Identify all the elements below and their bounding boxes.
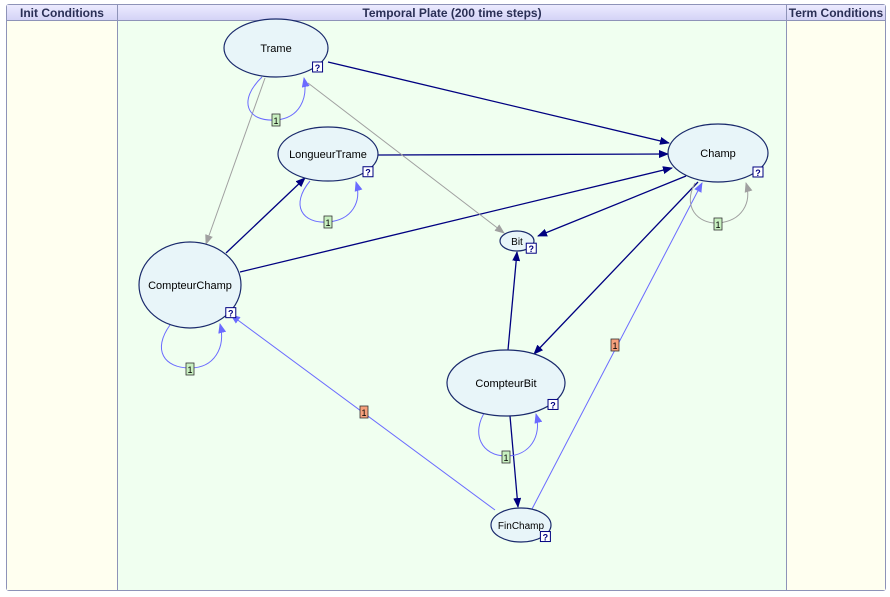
label-self-champ-text: 1 (715, 220, 720, 230)
node-champ-help-icon[interactable] (752, 166, 764, 178)
label-self-trame-text: 1 (273, 116, 278, 126)
arc-compteurbit-bit[interactable] (507, 251, 521, 351)
temporal-plate-header: Temporal Plate (200 time steps) (117, 5, 787, 21)
node-bit[interactable]: Bit? (499, 230, 537, 254)
node-champ-shape[interactable] (667, 123, 769, 183)
temporal-labels-layer: 1 1 1 1 1 1 1 (185, 113, 723, 464)
diagram-frame: Init Conditions Temporal Plate (200 time… (6, 4, 886, 591)
arc-trame-bit[interactable] (307, 82, 505, 234)
label-finchamp-compteurchamp: 1 (359, 405, 369, 419)
node-bit-help-glyph: ? (529, 244, 535, 254)
node-fin-champ[interactable]: FinChamp? (490, 507, 552, 543)
label-self-compteurchamp-text: 1 (187, 365, 192, 375)
init-conditions-column (7, 21, 117, 590)
label-self-compteurbit: 1 (501, 450, 511, 464)
arc-compteurchamp-longueurtrame[interactable] (225, 177, 306, 254)
node-longueur-trame-help-icon[interactable] (362, 166, 374, 178)
label-self-compteurchamp: 1 (185, 362, 195, 376)
label-self-champ-box (713, 217, 723, 231)
node-compteur-bit-shape[interactable] (446, 349, 566, 417)
label-self-longueurtrame: 1 (323, 215, 333, 229)
label-finchamp-compteurchamp-box (359, 405, 369, 419)
arc-champ-compteurbit[interactable] (533, 181, 699, 355)
label-self-champ: 1 (713, 217, 723, 231)
node-longueur-trame-label: LongueurTrame (289, 149, 367, 161)
node-longueur-trame-shape[interactable] (277, 126, 379, 182)
arc-longueurtrame-champ[interactable] (377, 150, 669, 159)
arc-compteurchamp-champ[interactable] (239, 166, 673, 273)
node-bit-shape[interactable] (499, 230, 535, 252)
label-finchamp-champ-box (610, 338, 620, 352)
label-self-compteurbit-box (501, 450, 511, 464)
node-fin-champ-help-icon[interactable] (539, 531, 551, 543)
term-conditions-column (787, 21, 885, 590)
node-longueur-trame-help-glyph: ? (365, 168, 371, 178)
temporal-cross-arcs (230, 182, 703, 511)
arc-compteurbit-finchamp[interactable] (509, 415, 522, 508)
arc-trame-compteurchamp[interactable] (205, 77, 266, 245)
node-trame-help-icon[interactable] (312, 61, 324, 73)
node-compteur-champ-help-icon[interactable] (225, 307, 237, 319)
arc-champ-bit[interactable] (537, 175, 687, 237)
node-bit-label: Bit (511, 237, 523, 248)
node-champ-label: Champ (700, 148, 735, 160)
label-self-compteurbit-text: 1 (503, 453, 508, 463)
node-compteur-champ-label: CompteurChamp (148, 280, 232, 292)
init-conditions-header: Init Conditions (7, 5, 117, 21)
node-compteur-bit[interactable]: CompteurBit? (446, 349, 566, 417)
node-compteur-bit-help-icon[interactable] (547, 398, 559, 410)
node-trame-shape[interactable] (223, 18, 329, 78)
label-finchamp-champ-text: 1 (612, 341, 617, 351)
node-compteur-bit-label: CompteurBit (475, 378, 536, 390)
label-finchamp-compteurchamp-text: 1 (361, 408, 366, 418)
label-self-longueurtrame-box (323, 215, 333, 229)
node-trame-label: Trame (260, 43, 291, 55)
node-fin-champ-shape[interactable] (490, 507, 552, 543)
arc-trame-champ[interactable] (327, 61, 670, 145)
node-compteur-bit-help-glyph: ? (550, 400, 556, 410)
node-trame-help-glyph: ? (315, 63, 321, 73)
node-compteur-champ-shape[interactable] (138, 241, 242, 329)
strong-arcs (225, 61, 699, 508)
label-self-trame-box (271, 113, 281, 127)
self-loop-compteurchamp[interactable] (160, 323, 227, 369)
node-champ-help-glyph: ? (755, 168, 761, 178)
weak-arcs (205, 77, 505, 245)
node-compteur-champ-help-glyph: ? (228, 309, 234, 319)
label-finchamp-champ: 1 (610, 338, 620, 352)
label-self-compteurchamp-box (185, 362, 195, 376)
term-conditions-header: Term Conditions (787, 5, 885, 21)
node-fin-champ-help-glyph: ? (543, 533, 549, 543)
node-bit-help-icon[interactable] (525, 242, 537, 254)
nodes-layer: Trame?LongueurTrame?Champ?Bit?CompteurCh… (138, 18, 769, 543)
self-loop-compteurbit[interactable] (478, 409, 543, 457)
label-self-longueurtrame-text: 1 (325, 218, 330, 228)
node-longueur-trame[interactable]: LongueurTrame? (277, 126, 379, 182)
node-champ[interactable]: Champ? (667, 123, 769, 183)
node-compteur-champ[interactable]: CompteurChamp? (138, 241, 242, 329)
label-self-trame: 1 (271, 113, 281, 127)
node-trame[interactable]: Trame? (223, 18, 329, 78)
node-fin-champ-label: FinChamp (498, 521, 545, 532)
